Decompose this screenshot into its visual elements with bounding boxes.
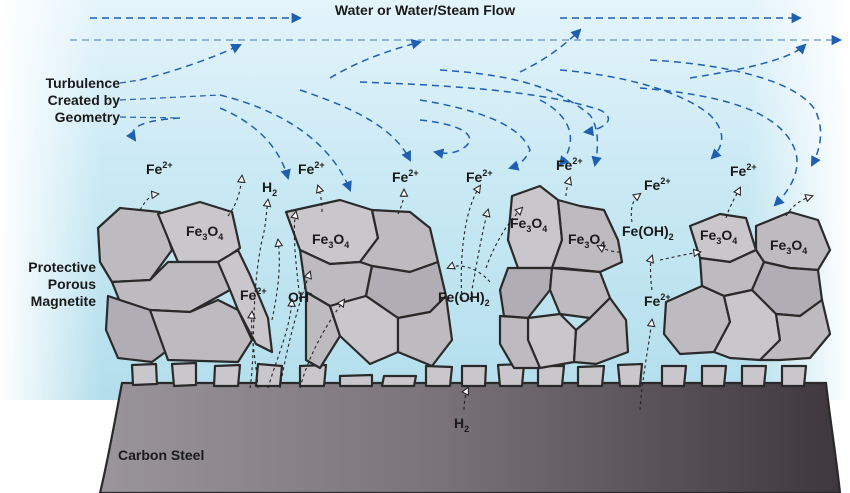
fe2-ion-labels: Fe2+ Fe2+ Fe2+ Fe2+ Fe2+ Fe2+ Fe2+ Fe2+ …	[146, 156, 757, 309]
turbulence-label: Turbulence Created by Geometry	[46, 75, 121, 125]
fe3o4-label: Fe3O4	[186, 223, 223, 242]
svg-text:Fe2+: Fe2+	[644, 176, 671, 193]
svg-text:OH-: OH-	[288, 288, 312, 305]
magnetite-cluster-3	[498, 184, 630, 370]
svg-text:Fe3O4: Fe3O4	[186, 223, 223, 242]
svg-text:Fe3O4: Fe3O4	[312, 231, 349, 250]
ferrous-hydroxide-label: Fe(OH)2	[438, 289, 490, 308]
magnetite-cluster-4	[662, 210, 832, 362]
fe3o4-label: Fe3O4	[700, 227, 737, 246]
carbon-steel-label: Carbon Steel	[118, 447, 204, 463]
fe3o4-label: Fe3O4	[312, 231, 349, 250]
svg-text:Magnetite: Magnetite	[31, 293, 97, 309]
svg-text:Protective: Protective	[28, 259, 96, 275]
svg-text:Fe3O4: Fe3O4	[700, 227, 737, 246]
fe2-label: Fe2+	[146, 160, 173, 177]
magnetite-label: Protective Porous Magnetite	[28, 259, 96, 309]
diagram-title: Water or Water/Steam Flow	[335, 2, 515, 18]
hydroxide-label: OH-	[288, 288, 312, 305]
fe3o4-label: Fe3O4	[770, 237, 807, 256]
fe2-label: Fe2+	[466, 168, 493, 185]
svg-text:Turbulence: Turbulence	[46, 75, 121, 91]
fe2-label: Fe2+	[644, 176, 671, 193]
fe3o4-label: Fe3O4	[510, 215, 547, 234]
fe3o4-label: Fe3O4	[568, 231, 605, 250]
svg-text:Fe3O4: Fe3O4	[770, 237, 807, 256]
turbulence-flow-arrows	[125, 28, 822, 207]
fe2-label: Fe2+	[644, 292, 671, 309]
svg-text:Fe2+: Fe2+	[392, 168, 419, 185]
svg-text:Fe2+: Fe2+	[730, 162, 757, 179]
fe3o4-labels: Fe3O4 Fe3O4 Fe3O4 Fe3O4 Fe3O4 Fe3O4	[186, 215, 807, 256]
svg-text:Fe2+: Fe2+	[298, 160, 325, 177]
svg-text:Fe2+: Fe2+	[556, 156, 583, 173]
fe2-label: Fe2+	[730, 162, 757, 179]
svg-text:Fe2+: Fe2+	[146, 160, 173, 177]
fe2-label: Fe2+	[392, 168, 419, 185]
magnetite-cluster-2	[284, 198, 454, 370]
svg-text:Fe3O4: Fe3O4	[568, 231, 605, 250]
carbon-steel	[98, 381, 842, 493]
svg-text:H2: H2	[262, 179, 277, 198]
ferrous-hydroxide-label: Fe(OH)2	[622, 223, 674, 242]
svg-text:Created by: Created by	[48, 92, 121, 108]
svg-text:H2: H2	[454, 415, 469, 434]
svg-text:Fe2+: Fe2+	[466, 168, 493, 185]
svg-text:Fe2+: Fe2+	[644, 292, 671, 309]
top-flow-arrows	[70, 12, 843, 46]
svg-text:Geometry: Geometry	[55, 109, 121, 125]
fe2-label: Fe2+	[240, 286, 267, 303]
svg-text:Porous: Porous	[48, 276, 96, 292]
inner-magnetite-layer	[130, 361, 808, 388]
turbulence-leaders	[119, 79, 221, 119]
h2-label: H2	[262, 179, 277, 198]
svg-text:Fe2+: Fe2+	[240, 286, 267, 303]
svg-text:Fe(OH)2: Fe(OH)2	[622, 223, 674, 242]
svg-text:Fe3O4: Fe3O4	[510, 215, 547, 234]
fe2-label: Fe2+	[556, 156, 583, 173]
fe2-label: Fe2+	[298, 160, 325, 177]
diffusion-arrows	[139, 176, 812, 411]
magnetite-cluster-1	[96, 200, 274, 364]
svg-text:Fe(OH)2: Fe(OH)2	[438, 289, 490, 308]
h2-label: H2	[454, 415, 469, 434]
